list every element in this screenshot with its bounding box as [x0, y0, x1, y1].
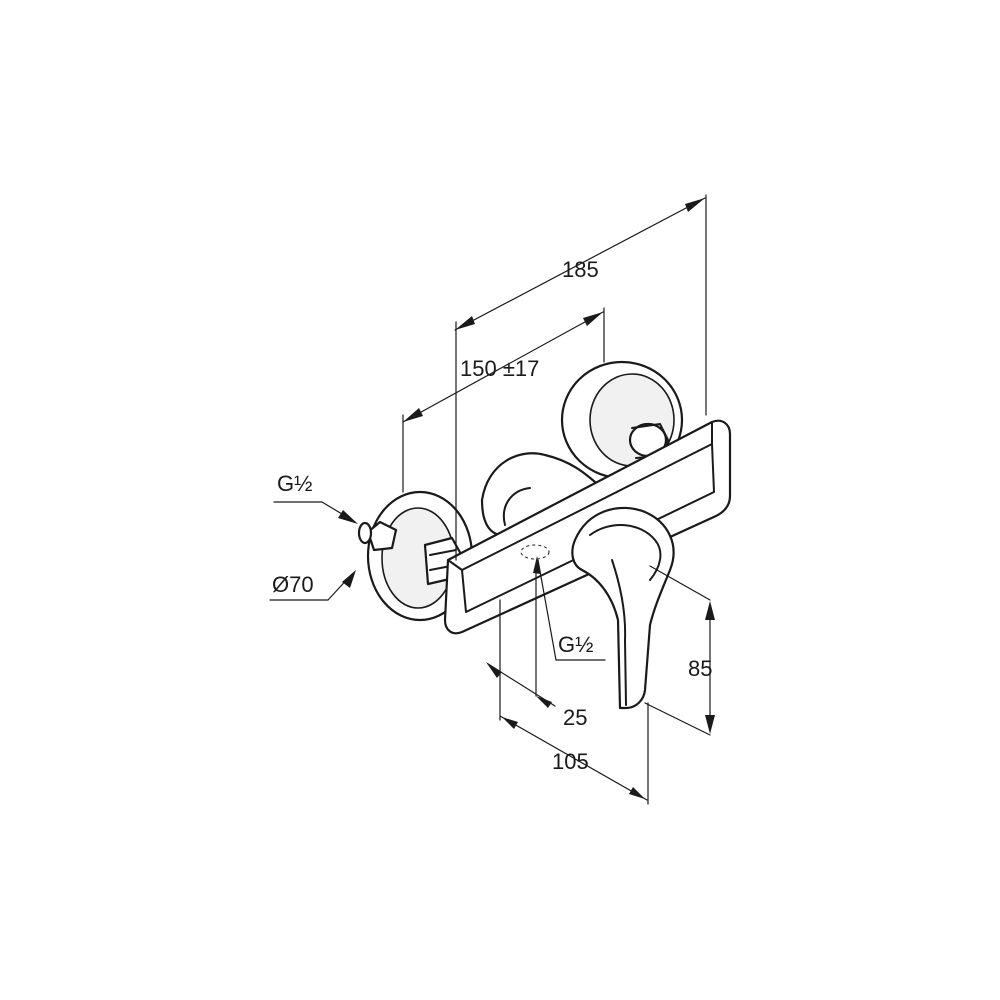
label-g-half-left: G½: [277, 471, 312, 496]
leader-diameter-70: Ø70: [269, 570, 356, 601]
dimension-85: 85: [644, 565, 715, 736]
dimension-105: 105: [499, 599, 649, 805]
label-85: 85: [688, 656, 712, 681]
label-g-half-outlet: G½: [558, 632, 593, 657]
label-150: 150 ±17: [460, 356, 539, 381]
lever-handle: [571, 506, 675, 710]
dimension-150: 150 ±17: [402, 307, 605, 493]
leader-g-half-outlet: G½: [533, 556, 606, 661]
dimension-185: 185: [454, 194, 707, 561]
dimension-25: 25: [486, 567, 587, 730]
rear-escutcheon: [560, 360, 684, 480]
label-105: 105: [552, 749, 589, 774]
outlet-marker: [520, 544, 550, 560]
label-diameter-70: Ø70: [272, 572, 314, 597]
leader-g-half-left: G½: [273, 471, 358, 524]
label-25: 25: [563, 705, 587, 730]
label-185: 185: [562, 257, 599, 282]
